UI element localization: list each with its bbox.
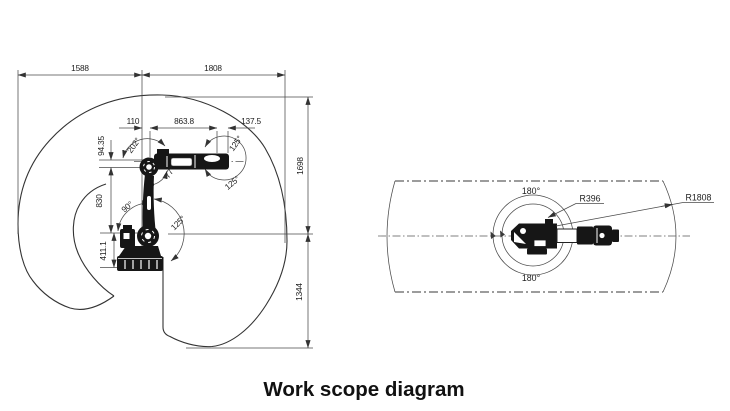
page-title: Work scope diagram <box>263 378 464 401</box>
dim-830: 830 <box>94 194 104 208</box>
label-r396: R396 <box>579 194 600 204</box>
arc-125-base <box>153 197 185 262</box>
dim-94-35: 94.35 <box>96 136 106 156</box>
extension-lines <box>17 70 313 349</box>
envelope-top-boundary <box>386 180 677 293</box>
robot-top-silhouette <box>511 219 619 255</box>
top-view: 180° 180° R396 R1808 <box>378 180 714 293</box>
side-view: 1588 1808 110 863.8 137.5 94.35 830 411.… <box>17 63 313 349</box>
angle-90: 90° <box>119 199 135 214</box>
arc-202 <box>122 138 166 159</box>
radius-leaders <box>547 202 714 227</box>
dim-1698: 1698 <box>295 157 305 175</box>
robot-side-silhouette <box>117 149 229 271</box>
angle-125-wrist-lower: 125° <box>223 174 242 192</box>
dimension-lines <box>17 72 311 349</box>
arc-125-wrist <box>204 135 247 181</box>
angle-125-base: 125° <box>169 214 188 233</box>
rotation-arrow-outer <box>490 231 496 239</box>
dim-1808: 1808 <box>204 63 222 73</box>
label-180-top: 180° <box>522 186 540 196</box>
work-envelope-outline <box>17 94 288 348</box>
angle-202: 202° <box>125 136 143 155</box>
dim-110: 110 <box>127 116 140 126</box>
dim-137-5: 137.5 <box>241 116 261 126</box>
rotation-arrow-inner <box>500 230 505 238</box>
dim-411-1: 411.1 <box>98 241 108 261</box>
dim-863-8: 863.8 <box>174 116 194 126</box>
dim-1344: 1344 <box>294 283 304 301</box>
label-180-bottom: 180° <box>522 273 540 283</box>
label-r1808: R1808 <box>686 193 712 203</box>
work-envelope-inner-boundary <box>72 183 115 297</box>
dim-1588: 1588 <box>71 63 89 73</box>
